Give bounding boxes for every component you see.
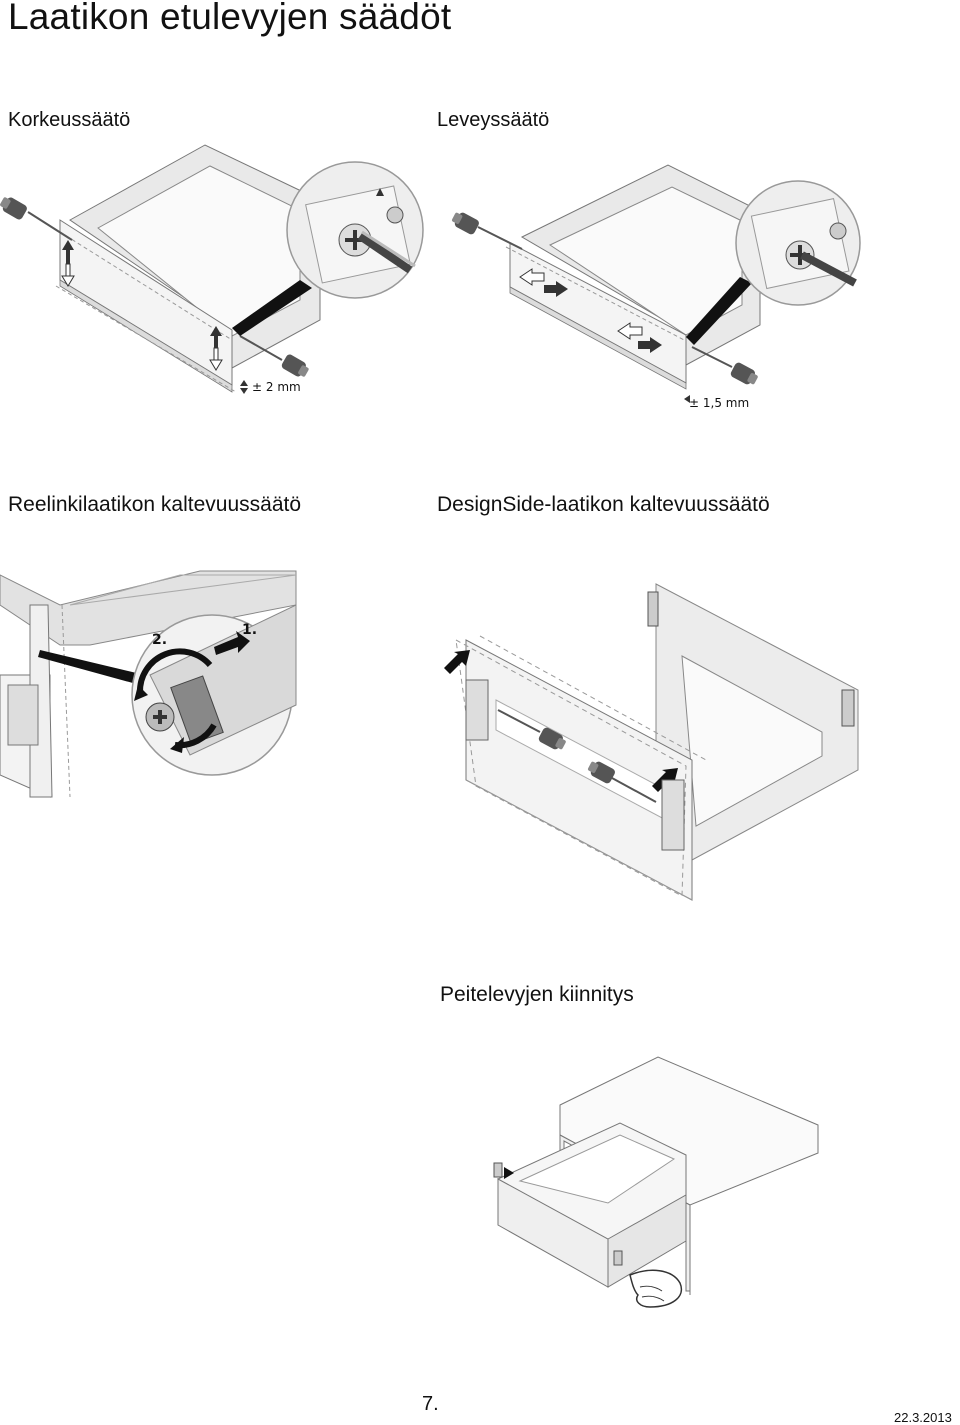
heading-height-adjustment: Korkeussäätö (8, 109, 131, 131)
tilt-designside-illustration (444, 583, 859, 901)
heading-cover-fixing: Peitelevyjen kiinnitys (440, 983, 634, 1006)
footer-date: 22.3.2013 (894, 1410, 952, 1425)
cover-fixing-illustration (493, 1056, 819, 1308)
page-number: 7. (422, 1393, 439, 1415)
width-adjustment-illustration (451, 164, 861, 403)
page-title: Laatikon etulevyjen säädöt (8, 0, 452, 37)
heading-tilt-tandembox: Reelinkilaatikon kaltevuussäätö (8, 493, 302, 516)
step-2-label: 2. (152, 632, 168, 648)
step-1-label: 1. (242, 622, 258, 638)
height-dimension-label: ± 2 mm (252, 380, 301, 394)
tilt-tandembox-illustration (0, 570, 297, 798)
height-adjustment-illustration (0, 144, 424, 394)
heading-tilt-designside: DesignSide-laatikon kaltevuussäätö (437, 493, 770, 516)
width-dimension-label: ± 1,5 mm (689, 396, 750, 410)
heading-width-adjustment: Leveyssäätö (437, 109, 550, 131)
